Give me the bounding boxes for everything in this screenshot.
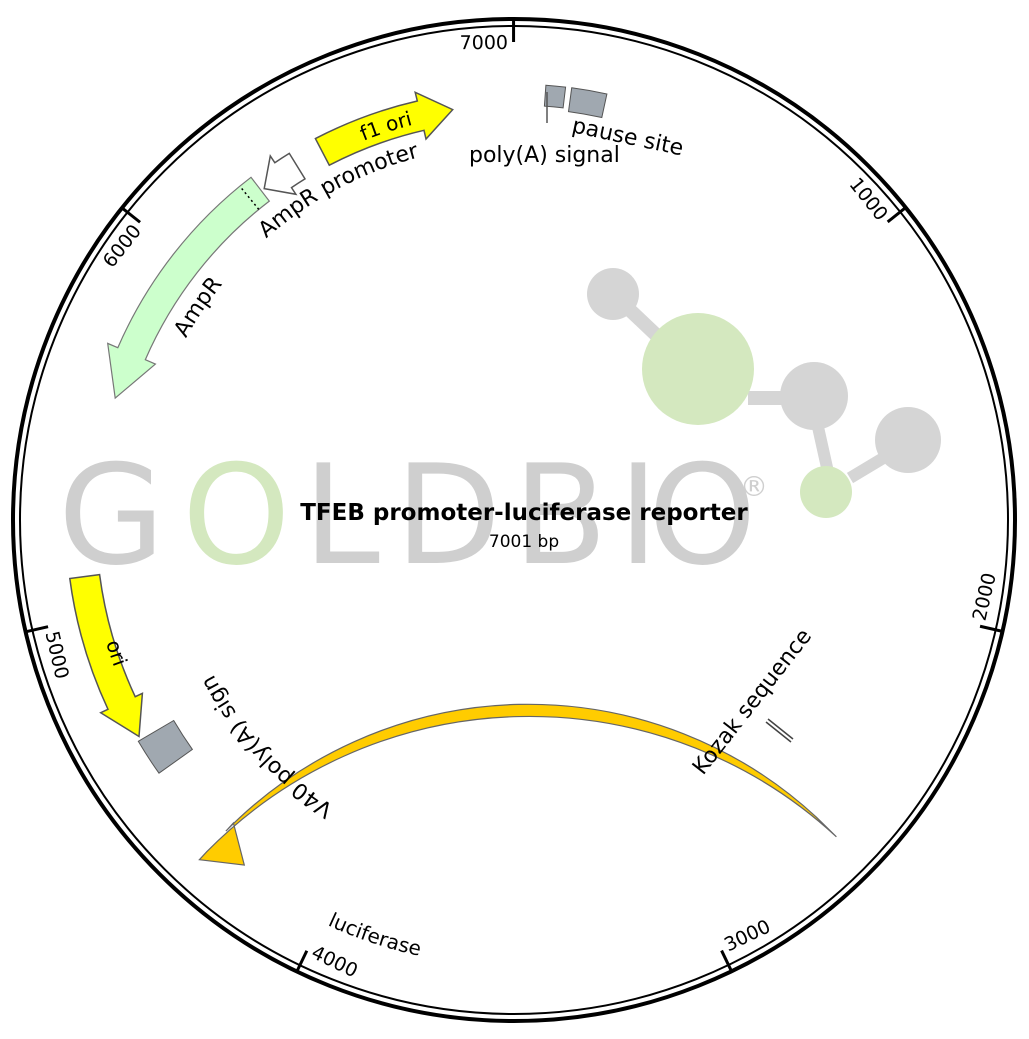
tick-label: 4000 [308,941,361,982]
kozak-line [766,722,791,742]
ampr-feature[interactable] [108,177,270,398]
logo-dot [800,466,852,518]
kozak-marker[interactable] [766,719,793,742]
tick-label: 7000 [460,32,508,54]
kozak-line [768,719,793,739]
logo-dot [587,268,639,320]
ampr-promoter-feature[interactable] [264,153,305,194]
map-subtitle: 7001 bp [489,532,559,552]
sv40-polya-label: SV40 poly(A) signal [0,0,337,822]
tick-mark [980,626,1002,631]
registered-mark: ® [740,470,768,503]
logo-dot [875,407,941,473]
map-title: TFEB promoter-luciferase reporter [300,500,748,526]
watermark-letter: G [58,435,165,596]
kozak-label: Kozak sequence [688,624,817,779]
tick-label: 2000 [969,571,1001,623]
polya-signal-label: poly(A) signal [469,143,620,168]
watermark-letter: O [182,435,291,596]
tick-label: 3000 [721,916,774,957]
logo-dot [642,313,754,425]
logo-dot [780,362,848,430]
tick-mark [26,627,48,632]
sv40-polya-feature[interactable] [138,721,192,774]
